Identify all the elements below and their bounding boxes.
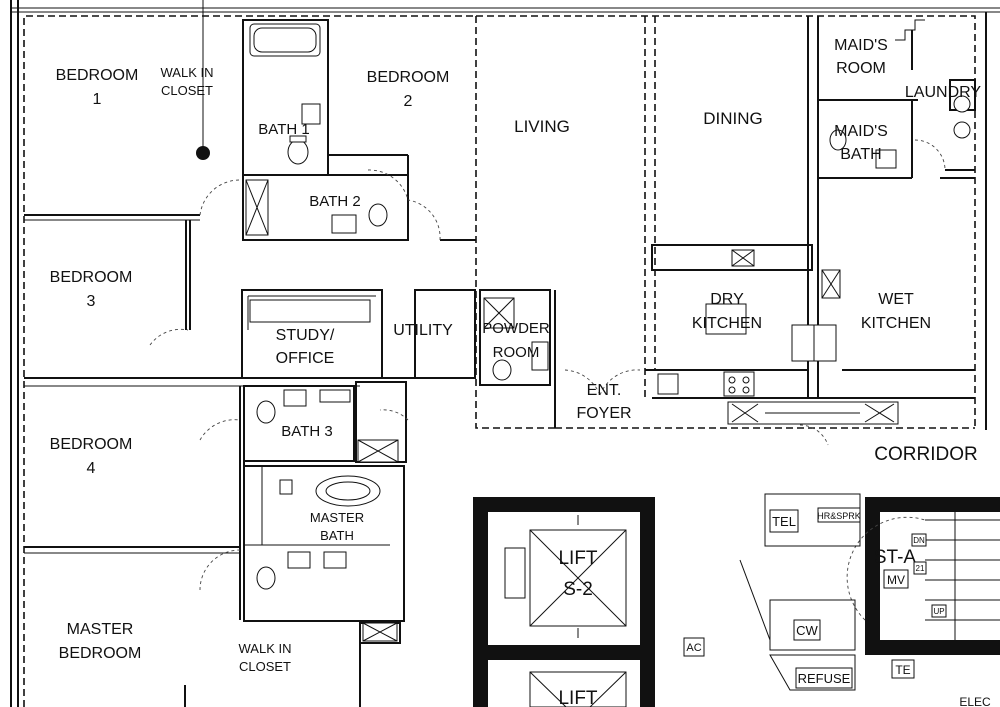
tag-step-21: 21: [916, 564, 925, 573]
tag-mv: MV: [887, 573, 905, 587]
interior-walls: [24, 16, 976, 707]
fixtures: [245, 23, 971, 642]
door-swings: [149, 139, 946, 591]
label-lift-s2-line2: S-2: [563, 579, 593, 600]
label-study-line1: STUDY/: [276, 327, 335, 344]
label-bedroom-3-line2: 3: [87, 293, 96, 310]
label-lift-s2-line1: LIFT: [558, 548, 597, 569]
label-study-line2: OFFICE: [276, 350, 335, 367]
column-marker-icon: [196, 146, 210, 160]
label-dining: DINING: [703, 109, 763, 128]
label-walk-in-closet-2-line2: CLOSET: [239, 659, 291, 674]
outer-walls: [10, 0, 1000, 707]
label-ent-foyer-line1: ENT.: [587, 382, 622, 399]
label-ent-foyer-line2: FOYER: [576, 405, 631, 422]
label-corridor: CORRIDOR: [874, 444, 977, 465]
annotation-markers: [196, 0, 579, 638]
label-bedroom-2-line1: BEDROOM: [367, 69, 450, 86]
label-master-bath-line2: BATH: [320, 528, 354, 543]
label-bath-2: BATH 2: [309, 193, 360, 210]
label-master-bath-line1: MASTER: [310, 510, 364, 525]
label-wet-kitchen-line2: KITCHEN: [861, 315, 931, 332]
tag-ac: AC: [686, 642, 701, 654]
service-tags: TEL HR&SPRK DN 21 MV UP CW REFUSE TE AC …: [683, 507, 991, 707]
label-bedroom-4-line2: 4: [87, 460, 96, 477]
label-maids-bath-line1: MAID'S: [834, 123, 888, 140]
label-bedroom-4-line1: BEDROOM: [50, 436, 133, 453]
tag-hr-sprk: HR&SPRK: [817, 511, 861, 521]
label-powder-room-line2: ROOM: [493, 344, 540, 361]
label-bedroom-1-line2: 1: [93, 91, 102, 108]
room-labels: BEDROOM 1 WALK IN CLOSET BEDROOM 2 BATH …: [50, 37, 982, 707]
label-walk-in-closet-1-line2: CLOSET: [161, 83, 213, 98]
tag-cw: CW: [796, 623, 818, 638]
tag-up: UP: [933, 607, 944, 616]
label-bedroom-2-line2: 2: [404, 93, 413, 110]
label-laundry: LAUNDRY: [905, 84, 982, 101]
tag-te: TE: [895, 663, 910, 677]
tag-refuse: REFUSE: [798, 671, 851, 686]
label-utility: UTILITY: [393, 322, 453, 339]
label-bedroom-1-line1: BEDROOM: [56, 67, 139, 84]
tag-elec: ELEC: [959, 695, 991, 707]
label-bath-1: BATH 1: [258, 121, 309, 138]
label-maids-bath-line2: BATH: [840, 146, 881, 163]
label-walk-in-closet-1-line1: WALK IN: [161, 65, 214, 80]
label-living: LIVING: [514, 117, 570, 136]
label-walk-in-closet-2-line1: WALK IN: [239, 641, 292, 656]
label-powder-room-line1: POWDER: [482, 320, 550, 337]
label-dry-kitchen-line1: DRY: [710, 291, 744, 308]
label-maids-room-line2: ROOM: [836, 60, 886, 77]
label-bedroom-3-line1: BEDROOM: [50, 269, 133, 286]
label-master-bedroom-line2: BEDROOM: [59, 645, 142, 662]
label-maids-room-line1: MAID'S: [834, 37, 888, 54]
tag-dn: DN: [913, 536, 925, 545]
tag-tel: TEL: [772, 514, 796, 529]
label-master-bedroom-line1: MASTER: [67, 621, 134, 638]
label-wet-kitchen-line1: WET: [878, 291, 914, 308]
label-st-a: ST-A: [874, 547, 917, 568]
label-bath-3: BATH 3: [281, 423, 332, 440]
label-dry-kitchen-line2: KITCHEN: [692, 315, 762, 332]
lift-core: [473, 497, 655, 707]
label-lift-lower: LIFT: [558, 688, 597, 707]
